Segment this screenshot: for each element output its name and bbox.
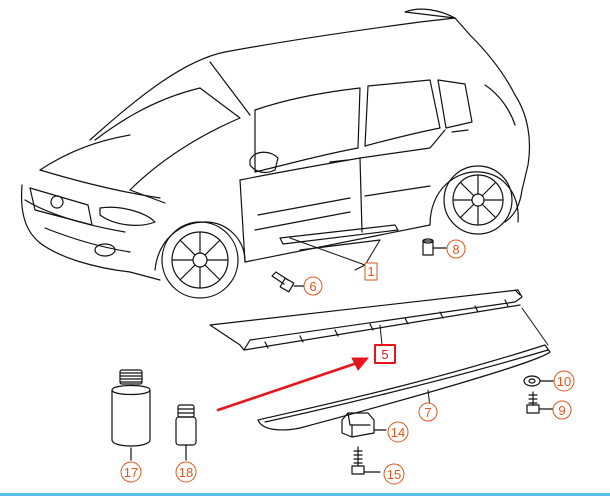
callout-17-circle [120,461,142,483]
callout-9-label: 9 [558,403,565,418]
callout-5-label: 5 [381,347,388,362]
clip-14 [341,412,387,438]
callout-14-circle [387,421,409,443]
retaining-strip-5 [209,289,523,351]
callout-15-label: 15 [387,467,401,482]
callout-6-circle [303,276,323,296]
callout-18-circle [175,461,197,483]
callout-8-label: 8 [452,242,459,257]
callout-5-highlight-box [374,344,396,364]
callout-6-label: 6 [309,279,316,294]
clip-8 [422,238,447,256]
callout-10-circle [553,370,575,392]
callout-18-label: 18 [179,465,193,480]
bottle-17 [111,369,151,461]
leader-lines [289,237,549,409]
callout-7-label: 7 [424,405,431,420]
callout-1-label: 1 [367,264,374,279]
bolt-9 [526,391,554,414]
highlight-arrow [216,357,369,412]
callout-14-label: 14 [391,425,405,440]
washer-10 [523,375,554,387]
screw-6 [271,271,305,293]
screw-15 [351,446,381,475]
car-illustration [20,8,531,299]
callout-10-label: 10 [557,374,571,389]
callout-1-box [364,262,378,281]
callout-9-circle [552,400,572,420]
callout-7-circle [418,402,438,422]
tube-18 [175,404,197,461]
callout-8-circle [446,239,466,259]
callout-15-circle [383,463,405,485]
bottom-accent-rule [0,493,610,496]
sill-panel-7 [257,344,551,431]
callout-17-label: 17 [124,465,138,480]
